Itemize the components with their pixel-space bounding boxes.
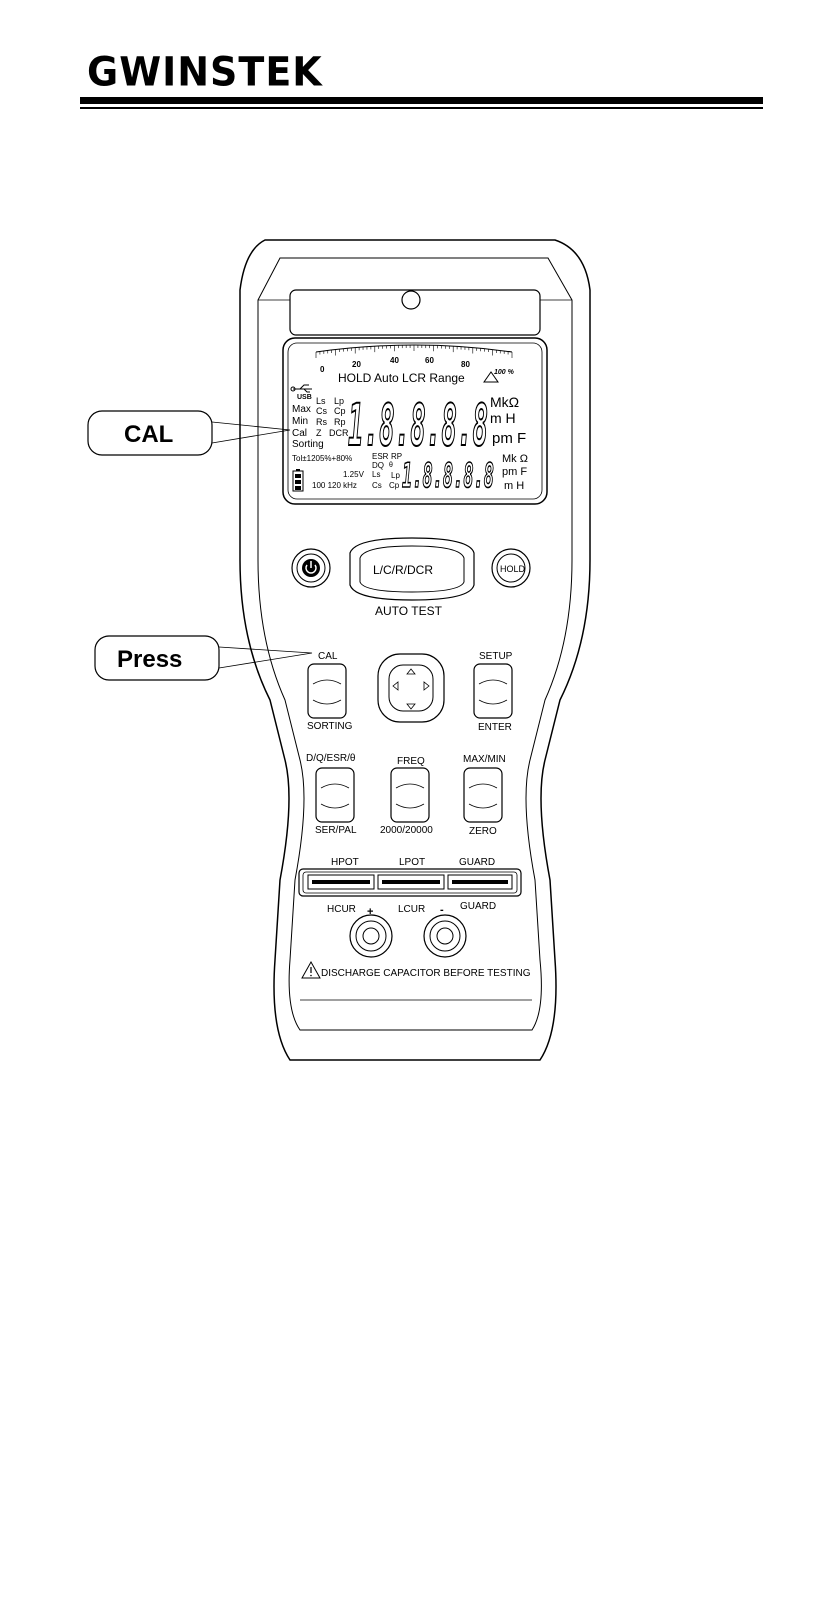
maxmin-key-top-label: MAX/MIN	[463, 754, 506, 765]
lcd-top-bezel	[289, 289, 541, 336]
lcd-main-unit: MkΩ	[490, 394, 519, 410]
terminal-slot-lpot[interactable]	[377, 874, 445, 890]
dq-esr-key[interactable]	[315, 767, 355, 823]
lcd-main-digits: 1.8.8.8.8	[348, 391, 488, 459]
lcd-label-max: Max	[292, 404, 311, 415]
indicator-led	[401, 290, 421, 310]
scale-tick: 0	[320, 365, 325, 374]
lcd-label-min: Min	[292, 416, 308, 427]
cal-sorting-key[interactable]	[307, 663, 347, 719]
lcd-param: Cp	[334, 406, 346, 416]
lcd-label-cal: Cal	[292, 428, 307, 439]
setup-key-top-label: SETUP	[479, 651, 513, 662]
scale-tick: 40	[390, 356, 399, 365]
lcd-sec-label: Cs	[372, 481, 382, 490]
terminal-label-hcur: HCUR	[327, 904, 356, 915]
terminal-label-lcur: LCUR	[398, 904, 425, 915]
cal-key-bottom-label: SORTING	[307, 721, 353, 732]
lcd-sec-label: DQ	[372, 461, 384, 470]
lcd-sec-label: θ	[389, 462, 393, 469]
cal-key-top-label: CAL	[318, 651, 338, 662]
terminal-slot-hpot[interactable]	[307, 874, 375, 890]
warning-triangle-icon	[483, 371, 499, 383]
battery-icon	[292, 469, 304, 492]
lcd-tolerance: Tol±1205%+80%	[292, 454, 352, 463]
callout-press	[94, 635, 220, 681]
lcr-dcr-button[interactable]: L/C/R/DCR	[349, 537, 475, 601]
dq-key-top-label: D/Q/ESR/θ	[306, 753, 356, 764]
lcd-label-usb: USB	[297, 394, 312, 401]
lcd-main-unit: pm F	[492, 430, 526, 447]
scale-tick: 60	[425, 356, 434, 365]
arrow-down-icon[interactable]	[406, 703, 416, 710]
lcd-sec-unit: m H	[504, 480, 524, 492]
setup-enter-key[interactable]	[473, 663, 513, 719]
terminal-label-lpot: LPOT	[399, 857, 425, 868]
lcd-sec-label: ESR	[372, 452, 389, 461]
lcd-status-line: HOLD Auto LCR Range	[338, 371, 465, 385]
lcd-voltage: 1.25V	[343, 470, 365, 479]
lcd-sec-label: Lp	[391, 471, 400, 480]
warning-icon	[301, 960, 321, 979]
lcd-frequency: 100 120 kHz	[312, 481, 357, 490]
warning-text: DISCHARGE CAPACITOR BEFORE TESTING	[321, 968, 531, 979]
scale-tick: 100 %	[494, 369, 515, 376]
lcd-param: Rs	[316, 417, 327, 427]
lcd-label-sorting: Sorting	[292, 439, 324, 450]
power-button[interactable]	[291, 548, 331, 588]
scale-tick: 80	[461, 360, 470, 369]
lcr-dcr-label: L/C/R/DCR	[373, 563, 433, 577]
lcd-sec-label: RP	[391, 452, 402, 461]
lcd-param: Cs	[316, 406, 327, 416]
dq-key-bottom-label: SER/PAL	[315, 825, 357, 836]
terminal-slot-guard[interactable]	[447, 874, 513, 890]
lcd-screen	[282, 337, 548, 505]
auto-test-label: AUTO TEST	[375, 604, 443, 618]
lcd-param: Lp	[334, 396, 344, 406]
callout-press-text: Press	[117, 646, 182, 673]
socket-positive[interactable]	[349, 914, 393, 958]
terminal-label-guard-bottom: GUARD	[460, 901, 496, 912]
maxmin-zero-key[interactable]	[463, 767, 503, 823]
header-rule-thin	[80, 107, 763, 109]
terminal-label-hpot: HPOT	[331, 857, 359, 868]
lcd-sec-label: Cp	[389, 481, 400, 490]
hold-button[interactable]: HOLD	[491, 548, 531, 588]
scale-tick: 20	[352, 360, 361, 369]
device-inner-outline	[257, 257, 573, 1031]
lcd-param: Ls	[316, 396, 326, 406]
power-icon	[305, 564, 317, 574]
lcd-param: Z	[316, 428, 322, 438]
setup-key-bottom-label: ENTER	[478, 722, 512, 733]
lcd-param: DCR	[329, 428, 349, 438]
callout-cal	[87, 410, 213, 456]
terminal-label-guard-top: GUARD	[459, 857, 495, 868]
freq-key-top-label: FREQ	[397, 756, 425, 767]
navigation-dpad[interactable]	[377, 653, 445, 723]
callout-cal-text: CAL	[124, 421, 173, 448]
hold-label: HOLD	[500, 564, 526, 574]
lcd-secondary-digits: 1.8.8.8.8	[402, 456, 494, 496]
maxmin-key-bottom-label: ZERO	[469, 826, 497, 837]
lcd-sec-unit: pm F	[502, 466, 527, 478]
plus-sign: +	[367, 906, 373, 918]
brand-logo: GWINSTEK	[87, 48, 323, 96]
arrow-up-icon[interactable]	[406, 668, 416, 675]
lcd-param: Rp	[334, 417, 346, 427]
freq-key[interactable]	[390, 767, 430, 823]
socket-negative[interactable]	[423, 914, 467, 958]
lcd-sec-label: Ls	[372, 470, 380, 479]
header-rule	[80, 97, 763, 104]
minus-sign: -	[440, 904, 444, 916]
lcd-sec-unit: Mk Ω	[502, 453, 528, 465]
arrow-left-icon[interactable]	[392, 681, 399, 691]
lcd-main-unit: m H	[490, 410, 516, 426]
usb-icon	[290, 384, 312, 393]
arrow-right-icon[interactable]	[423, 681, 430, 691]
freq-key-bottom-label: 2000/20000	[380, 825, 433, 836]
